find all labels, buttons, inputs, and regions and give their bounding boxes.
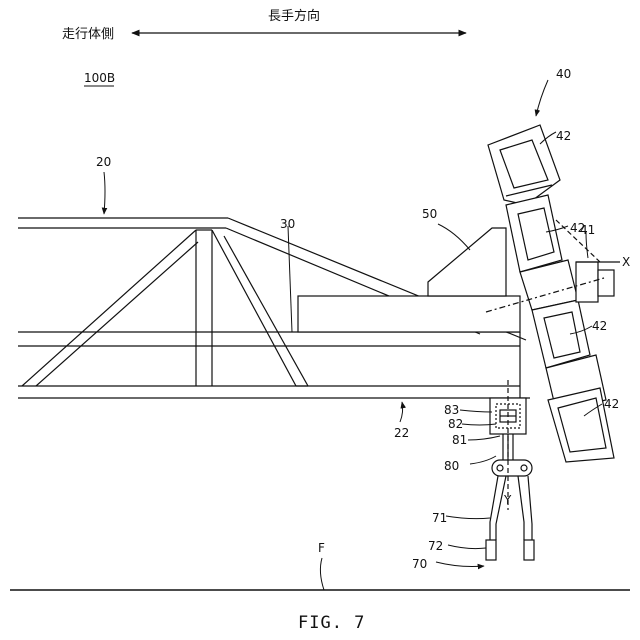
label-F: F — [318, 541, 325, 555]
label-30: 30 — [280, 217, 295, 231]
label-40: 40 — [556, 67, 571, 81]
label-71: 71 — [432, 511, 447, 525]
label-72: 72 — [428, 539, 443, 553]
travel-side-label: 走行体側 — [62, 27, 114, 42]
housing-50 — [428, 228, 506, 296]
label-83: 83 — [444, 403, 459, 417]
label-80: 80 — [444, 459, 459, 473]
label-82: 82 — [448, 417, 463, 431]
label-50: 50 — [422, 207, 437, 221]
label-70: 70 — [412, 557, 427, 571]
figure-caption: FIG. 7 — [298, 613, 365, 633]
beam-30 — [298, 296, 520, 332]
label-42-b: 42 — [570, 221, 585, 235]
figure-id-label: 100B — [84, 71, 115, 85]
label-X: X — [622, 255, 630, 269]
label-42-a: 42 — [556, 129, 571, 143]
label-Y: Y — [503, 493, 512, 507]
longitudinal-direction-label: 長手方向 — [268, 8, 320, 24]
label-81: 81 — [452, 433, 467, 447]
label-42-d: 42 — [604, 397, 619, 411]
header: 走行体側 長手方向 100B — [62, 8, 466, 86]
label-42-c: 42 — [592, 319, 607, 333]
label-22: 22 — [394, 426, 409, 440]
label-20: 20 — [96, 155, 111, 169]
